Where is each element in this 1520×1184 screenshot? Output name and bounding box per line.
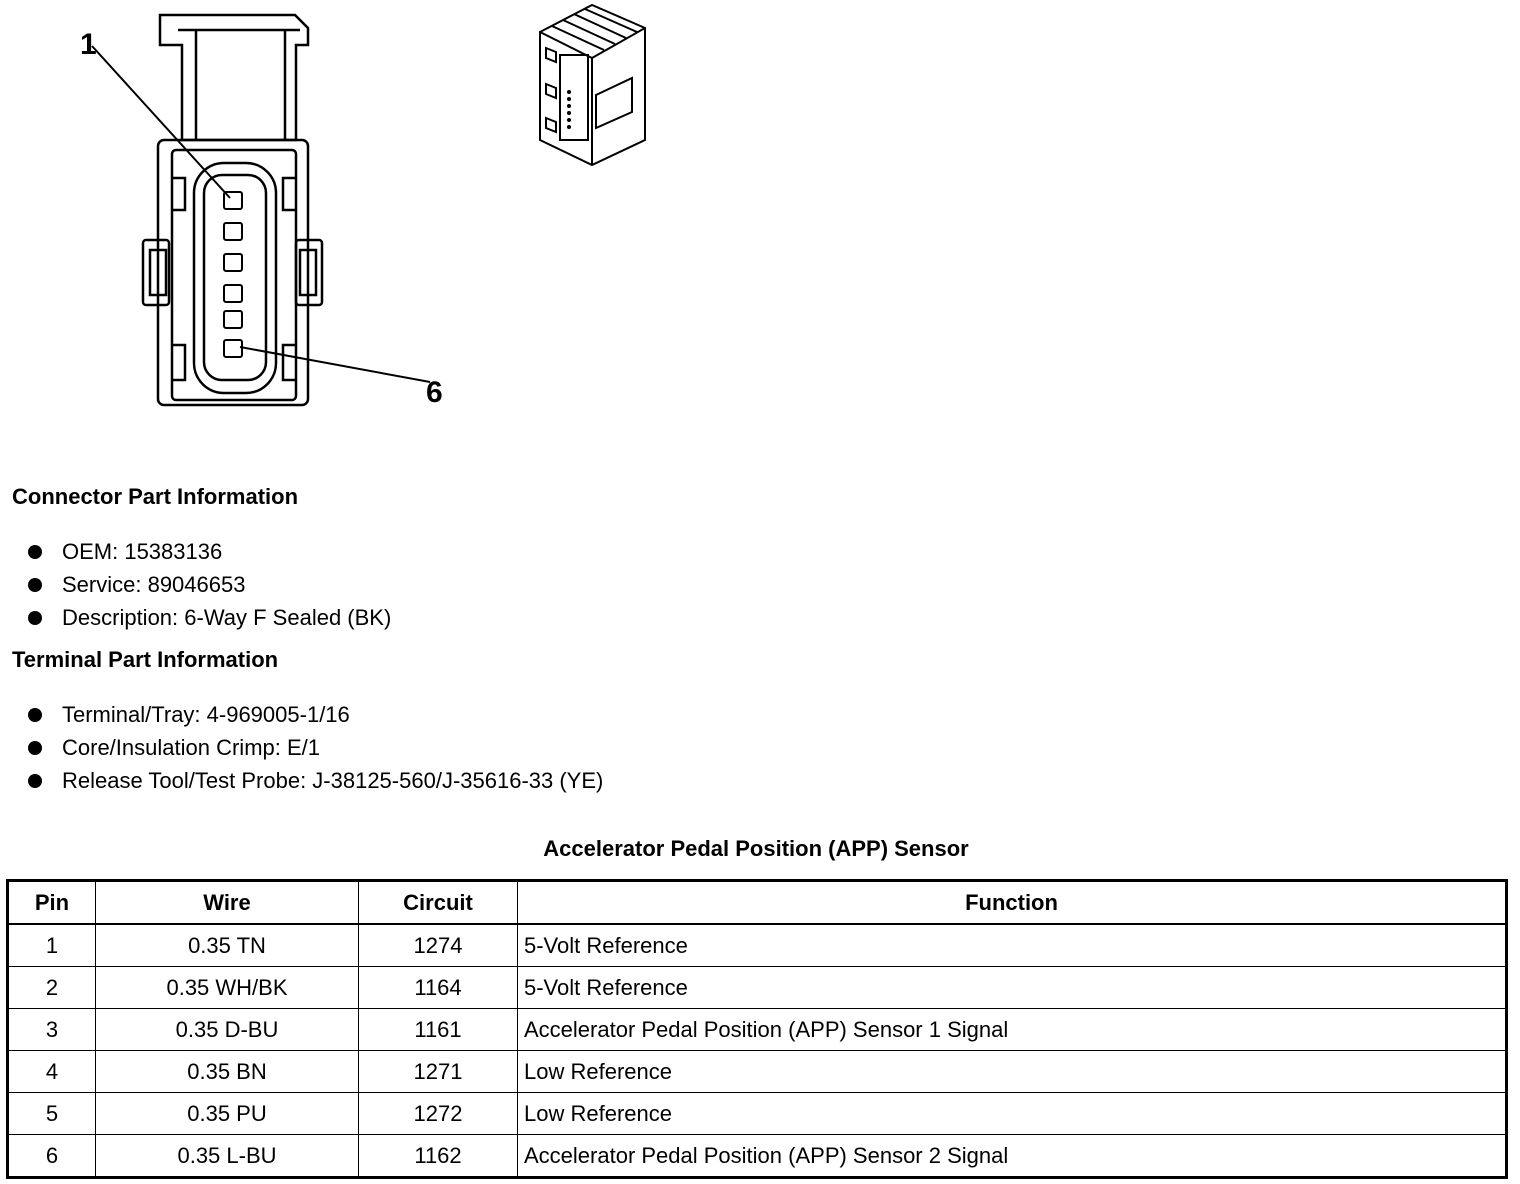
function-cell: Low Reference — [517, 1092, 1507, 1135]
list-item: OEM: 15383136 — [28, 535, 391, 568]
function-cell: Accelerator Pedal Position (APP) Sensor … — [517, 1008, 1507, 1051]
pin-cell: 5 — [7, 1092, 96, 1135]
table-row: 1 0.35 TN 1274 5-Volt Reference — [7, 923, 1507, 967]
header-wire: Wire — [95, 880, 359, 925]
pin-cell: 4 — [7, 1050, 96, 1093]
list-item: Terminal/Tray: 4-969005-1/16 — [28, 698, 603, 731]
header-pin: Pin — [7, 880, 96, 925]
list-item: Service: 89046653 — [28, 568, 391, 601]
callout-pin-6: 6 — [426, 376, 443, 409]
pin-cell: 1 — [7, 923, 96, 967]
wire-cell: 0.35 PU — [95, 1092, 359, 1135]
function-cell: Low Reference — [517, 1050, 1507, 1093]
bullet-icon — [28, 610, 42, 625]
table-row: 4 0.35 BN 1271 Low Reference — [7, 1050, 1507, 1093]
table-row: 3 0.35 D-BU 1161 Accelerator Pedal Posit… — [7, 1008, 1507, 1051]
circuit-cell: 1274 — [358, 923, 518, 967]
connector-info-heading: Connector Part Information — [12, 484, 299, 509]
circuit-cell: 1271 — [358, 1050, 518, 1093]
table-header-row: Pin Wire Circuit Function — [7, 880, 1507, 925]
pin-cell: 3 — [7, 1008, 96, 1051]
bullet-icon — [28, 544, 42, 559]
terminal-info-heading: Terminal Part Information — [12, 647, 279, 672]
terminal-info-list: Terminal/Tray: 4-969005-1/16 Core/Insula… — [28, 698, 603, 797]
circuit-cell: 1161 — [358, 1008, 518, 1051]
connector-face-diagram: 1 6 — [80, 13, 443, 409]
circuit-cell: 1164 — [358, 966, 518, 1009]
header-circuit: Circuit — [358, 880, 518, 925]
list-item: Core/Insulation Crimp: E/1 — [28, 731, 603, 764]
pinout-table-title: Accelerator Pedal Position (APP) Sensor — [543, 836, 969, 861]
bullet-icon — [28, 773, 42, 788]
connector-info-list: OEM: 15383136 Service: 89046653 Descript… — [28, 535, 391, 634]
table-row: 6 0.35 L-BU 1162 Accelerator Pedal Posit… — [7, 1134, 1507, 1178]
pin-cavities — [223, 191, 243, 358]
bullet-icon — [28, 707, 42, 722]
circuit-cell: 1272 — [358, 1092, 518, 1135]
wire-cell: 0.35 D-BU — [95, 1008, 359, 1051]
bullet-icon — [28, 577, 42, 592]
table-row: 2 0.35 WH/BK 1164 5-Volt Reference — [7, 966, 1507, 1009]
list-item: Release Tool/Test Probe: J-38125-560/J-3… — [28, 764, 603, 797]
list-item: Description: 6-Way F Sealed (BK) — [28, 601, 391, 634]
bullet-icon — [28, 740, 42, 755]
function-cell: 5-Volt Reference — [517, 966, 1507, 1009]
wire-cell: 0.35 BN — [95, 1050, 359, 1093]
wire-cell: 0.35 TN — [95, 923, 359, 967]
wire-cell: 0.35 WH/BK — [95, 966, 359, 1009]
table-row: 5 0.35 PU 1272 Low Reference — [7, 1092, 1507, 1135]
function-cell: Accelerator Pedal Position (APP) Sensor … — [517, 1134, 1507, 1178]
header-function: Function — [517, 880, 1507, 925]
wire-cell: 0.35 L-BU — [95, 1134, 359, 1178]
function-cell: 5-Volt Reference — [517, 923, 1507, 967]
callout-pin-1: 1 — [80, 28, 97, 61]
pin-cell: 2 — [7, 966, 96, 1009]
pin-cell: 6 — [7, 1134, 96, 1178]
circuit-cell: 1162 — [358, 1134, 518, 1178]
pinout-table: Pin Wire Circuit Function 1 0.35 TN 1274… — [6, 879, 1508, 1179]
connector-isometric-diagram — [539, 3, 646, 167]
